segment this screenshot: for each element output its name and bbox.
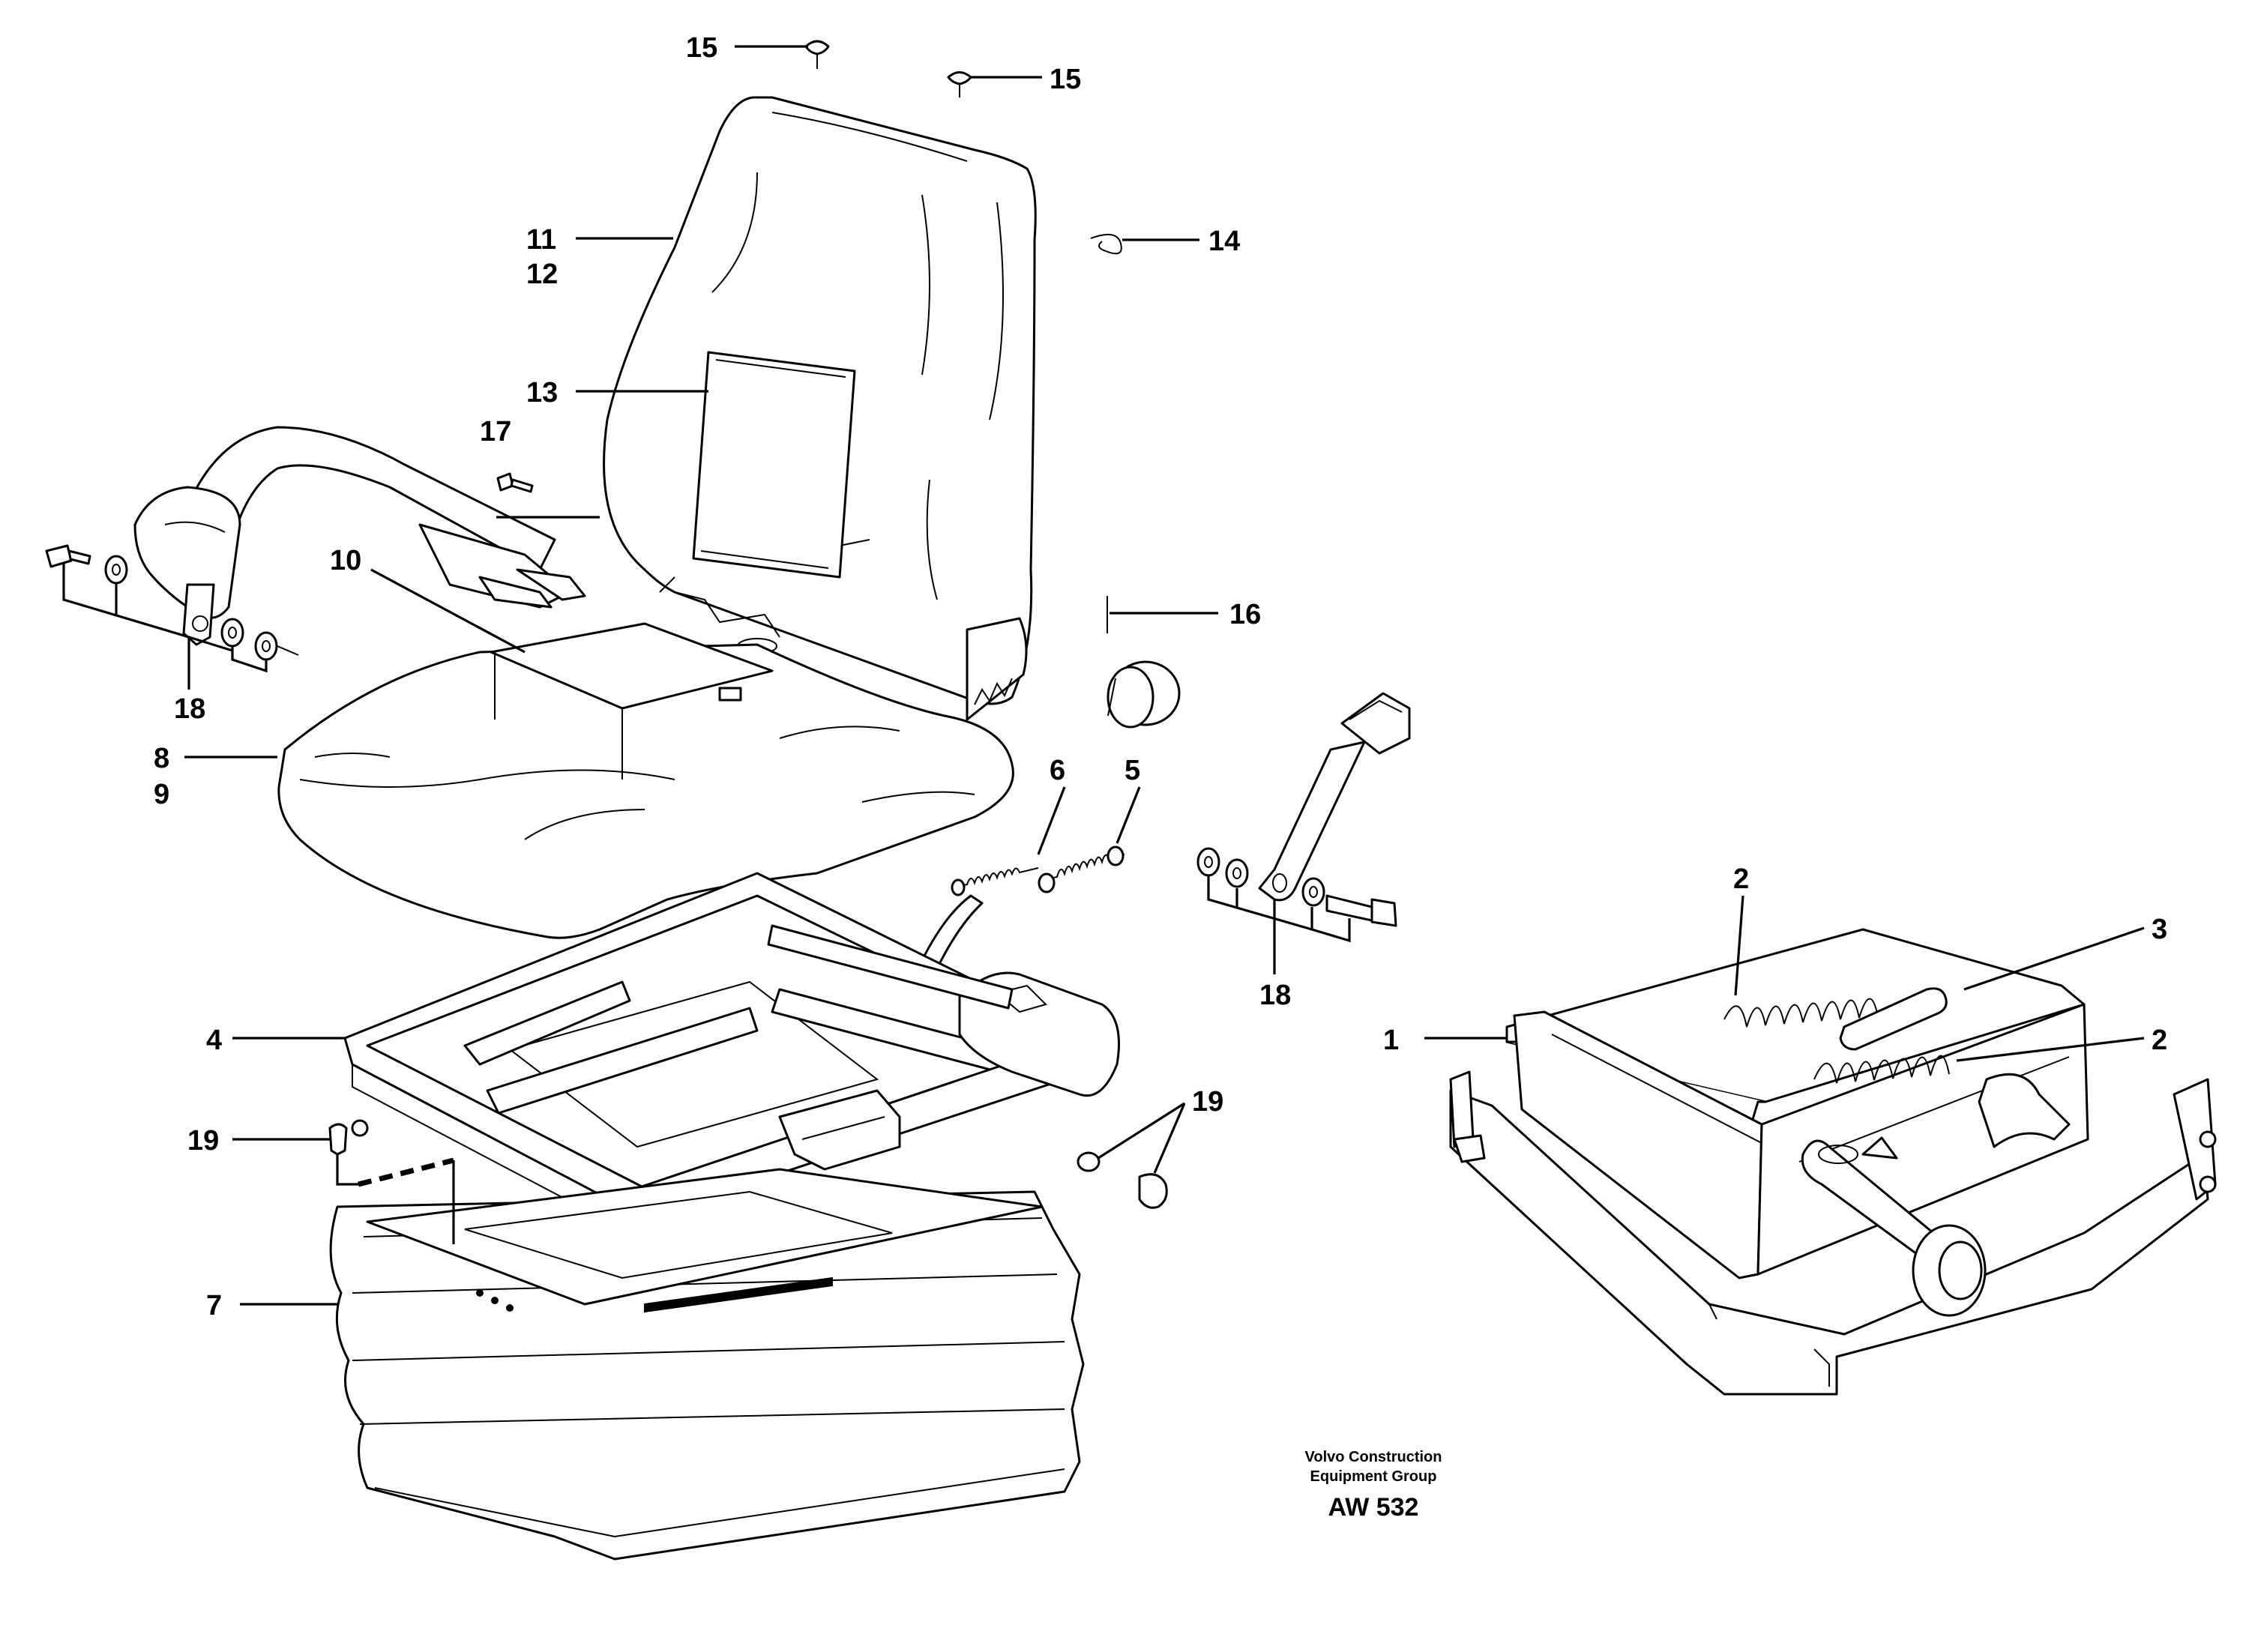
bellows-base bbox=[329, 1168, 1085, 1561]
callout-9: 9 bbox=[154, 779, 169, 810]
callout-5: 5 bbox=[1125, 755, 1140, 786]
callout-18-left: 18 bbox=[174, 693, 205, 725]
callout-7: 7 bbox=[206, 1290, 222, 1321]
callout-1: 1 bbox=[1383, 1025, 1399, 1056]
lumbar-pad bbox=[692, 351, 856, 579]
callout-14: 14 bbox=[1208, 226, 1240, 257]
leader-lines bbox=[62, 45, 2145, 1306]
seat-cushion bbox=[277, 622, 1014, 939]
callout-2-bottom: 2 bbox=[2152, 1025, 2167, 1056]
callout-12: 12 bbox=[526, 259, 558, 290]
cap-15-right bbox=[947, 71, 972, 97]
callout-16: 16 bbox=[1229, 599, 1261, 630]
seat-belt-left bbox=[133, 426, 586, 646]
clip-14 bbox=[1090, 233, 1122, 255]
callout-10: 10 bbox=[330, 545, 361, 576]
suspension-frame bbox=[343, 872, 1120, 1238]
callout-3: 3 bbox=[2152, 914, 2167, 945]
cap-15-left bbox=[804, 40, 830, 69]
knob-16 bbox=[1107, 596, 1181, 729]
credit-block: Volvo Construction Equipment Group AW 53… bbox=[1305, 1449, 1442, 1522]
callout-15-left: 15 bbox=[686, 32, 717, 64]
callout-2-top: 2 bbox=[1733, 863, 1749, 895]
callout-6: 6 bbox=[1050, 755, 1065, 786]
callout-17: 17 bbox=[480, 416, 511, 447]
clip-19-left bbox=[328, 1123, 348, 1156]
suspension-mechanism bbox=[1449, 928, 2217, 1396]
callout-19-left: 19 bbox=[187, 1125, 219, 1157]
callout-8: 8 bbox=[154, 743, 169, 774]
screw-17 bbox=[496, 472, 534, 493]
callouts: 15 15 11 12 14 13 17 16 10 18 8 9 6 5 2 … bbox=[154, 32, 2167, 1321]
callout-18-right: 18 bbox=[1259, 980, 1291, 1011]
spring-6 bbox=[951, 867, 1039, 896]
credit-line-2: Equipment Group bbox=[1310, 1468, 1437, 1485]
callout-15-right: 15 bbox=[1050, 64, 1081, 95]
callout-11: 11 bbox=[526, 224, 556, 256]
callout-13: 13 bbox=[526, 377, 558, 409]
figure-code: AW 532 bbox=[1328, 1493, 1419, 1522]
seat-belt-right bbox=[1258, 692, 1411, 902]
callout-4: 4 bbox=[206, 1025, 222, 1056]
callout-19-right: 19 bbox=[1192, 1086, 1223, 1118]
credit-line-1: Volvo Construction bbox=[1305, 1449, 1442, 1465]
belt-bolt-washers-right bbox=[1196, 847, 1397, 927]
clip-19-right bbox=[1077, 1151, 1168, 1209]
spring-5 bbox=[1038, 845, 1125, 893]
